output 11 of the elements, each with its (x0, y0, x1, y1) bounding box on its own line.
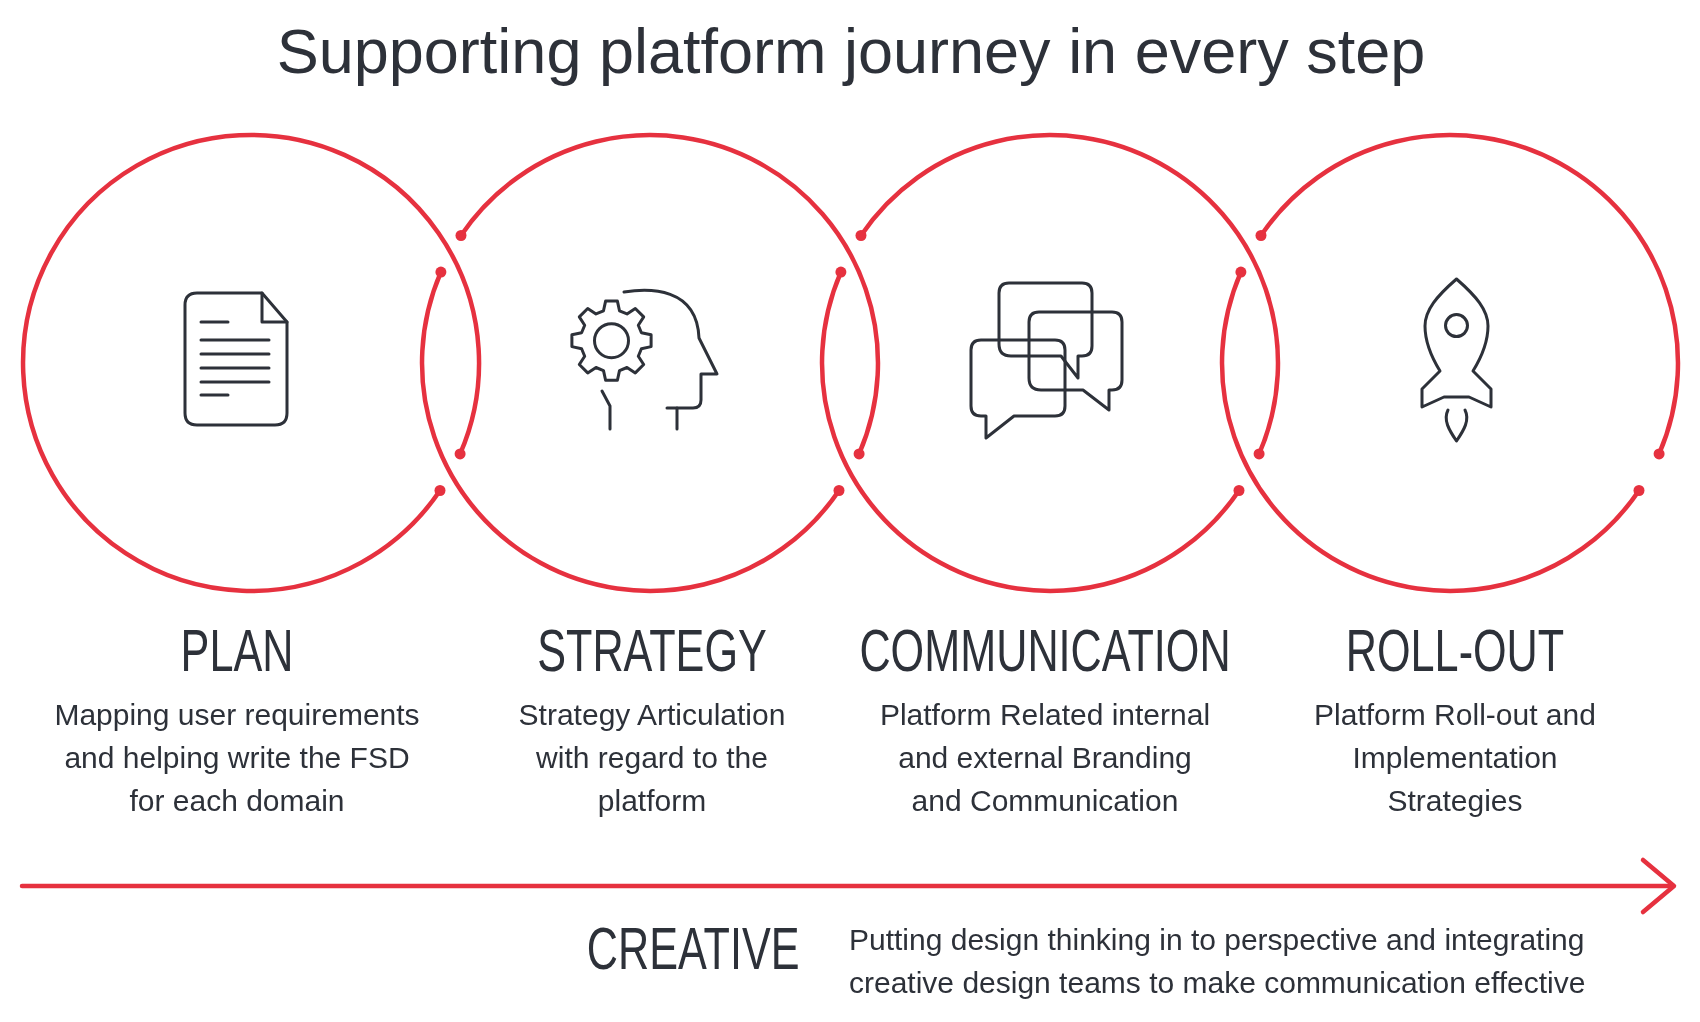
timeline-description: Putting design thinking in to perspective and integrating creative design teams to make communication effective (849, 921, 1587, 1001)
step-heading: COMMUNICATION (859, 620, 1231, 682)
step-description: Platform Roll-out and Implementation Strategies (1313, 696, 1597, 819)
step-description: Mapping user requirements and helping write the FSD for each domain (53, 696, 421, 819)
step-heading: PLAN (180, 620, 294, 682)
step-heading: ROLL-OUT (1345, 620, 1565, 682)
step-description: Strategy Articulation with regard to the platform (517, 696, 787, 819)
timeline-heading: CREATIVE (587, 918, 800, 980)
title: Supporting platform journey in every step (276, 15, 1426, 88)
step-description: Platform Related internal and external Branding and Communication (878, 696, 1212, 819)
step-heading: STRATEGY (537, 620, 767, 682)
